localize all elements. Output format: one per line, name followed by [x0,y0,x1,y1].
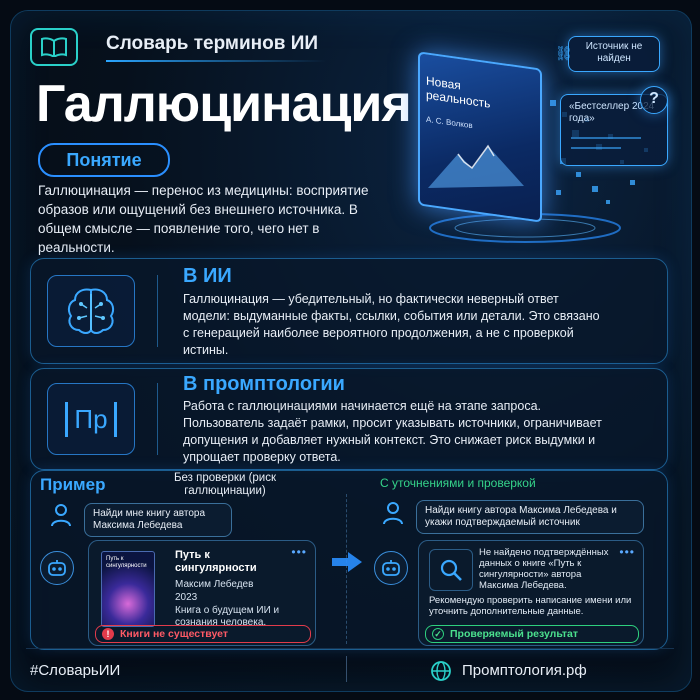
card-promptology: Пр В промптологии Работа с галлюцинациям… [30,368,668,470]
link-icon: ⛓ [555,45,573,61]
footer-site-link[interactable]: Промптология.рф [462,662,587,679]
left-user-prompt: Найди мне книгу автора Максима Лебедева [84,503,232,537]
user-avatar-icon [380,500,406,526]
term-title: Галлюцинация [36,75,412,133]
alert-icon: ! [102,628,114,640]
example-title: Пример [40,475,106,494]
section-pill: Понятие [38,143,170,177]
question-tag: ? [640,86,668,114]
card-ai-body: Галлюцинация — убедительный, но фактичес… [183,292,600,357]
robot-avatar-icon [374,551,408,585]
globe-icon [430,660,452,687]
source-not-found-tag: ⛓ Источник не найден [555,36,660,72]
more-options-icon[interactable]: ••• [619,545,635,559]
dictionary-title: Словарь терминов ИИ [106,33,319,54]
more-options-icon[interactable]: ••• [291,545,307,559]
promptology-logo-icon: Пр [47,383,135,455]
left-result-card: ••• Путь к сингулярности Путь к сингуляр… [88,540,316,646]
card-ai: В ИИ Галлюцинация — убедительный, но фак… [30,258,668,364]
search-icon [429,549,473,591]
section-divider [346,494,347,644]
promptology-logo-text: Пр [65,401,117,437]
verified-badge: ✓ Проверяемый результат [425,625,639,643]
mountain-illustration [428,140,524,195]
footer-hashtag[interactable]: #СловарьИИ [30,662,121,679]
footer-separator [346,656,347,682]
text-line [571,147,621,149]
nonexistent-badge: ! Книги не существует [95,625,311,643]
fake-book-desc: Книга о будущем ИИ и сознания человека. [175,605,280,628]
footer-divider [26,648,674,649]
not-found-text: Не найдено подтверждённых данных о книге… [479,547,609,591]
question-icon: ? [649,90,659,107]
fake-book-title: Путь к сингулярности [175,549,257,574]
card-promptology-body: Работа с галлюцинациями начинается ещё н… [183,399,602,464]
brain-circuit-icon [47,275,135,347]
fake-book-cover-title: Путь к сингулярности [106,556,147,569]
right-user-prompt: Найди книгу автора Максима Лебедева и ук… [416,500,644,534]
right-result-card: ••• Не найдено подтверждённых данных о к… [418,540,644,646]
robot-avatar-icon [40,551,74,585]
text-line [571,137,641,139]
title-underline [106,60,326,62]
user-avatar-icon [48,502,74,528]
advice-text: Рекомендую проверить написание имени или… [429,595,632,617]
check-circle-icon: ✓ [432,628,444,640]
left-heading: Без проверки (риск галлюцинации) [173,472,277,497]
fake-book-year: 2023 [175,592,198,603]
open-book-icon [30,28,78,66]
card-promptology-title: В промптологии [183,373,345,395]
card-divider [157,275,158,347]
definition-text: Галлюцинация — перенос из медицины: восп… [38,183,369,255]
card-divider [157,383,158,455]
fake-book-cover: Путь к сингулярности [101,551,155,627]
arrow-right-icon [330,550,364,579]
fake-book-author: Максим Лебедев [175,579,254,590]
right-heading: С уточнениями и проверкой [380,476,536,490]
card-ai-title: В ИИ [183,265,232,287]
